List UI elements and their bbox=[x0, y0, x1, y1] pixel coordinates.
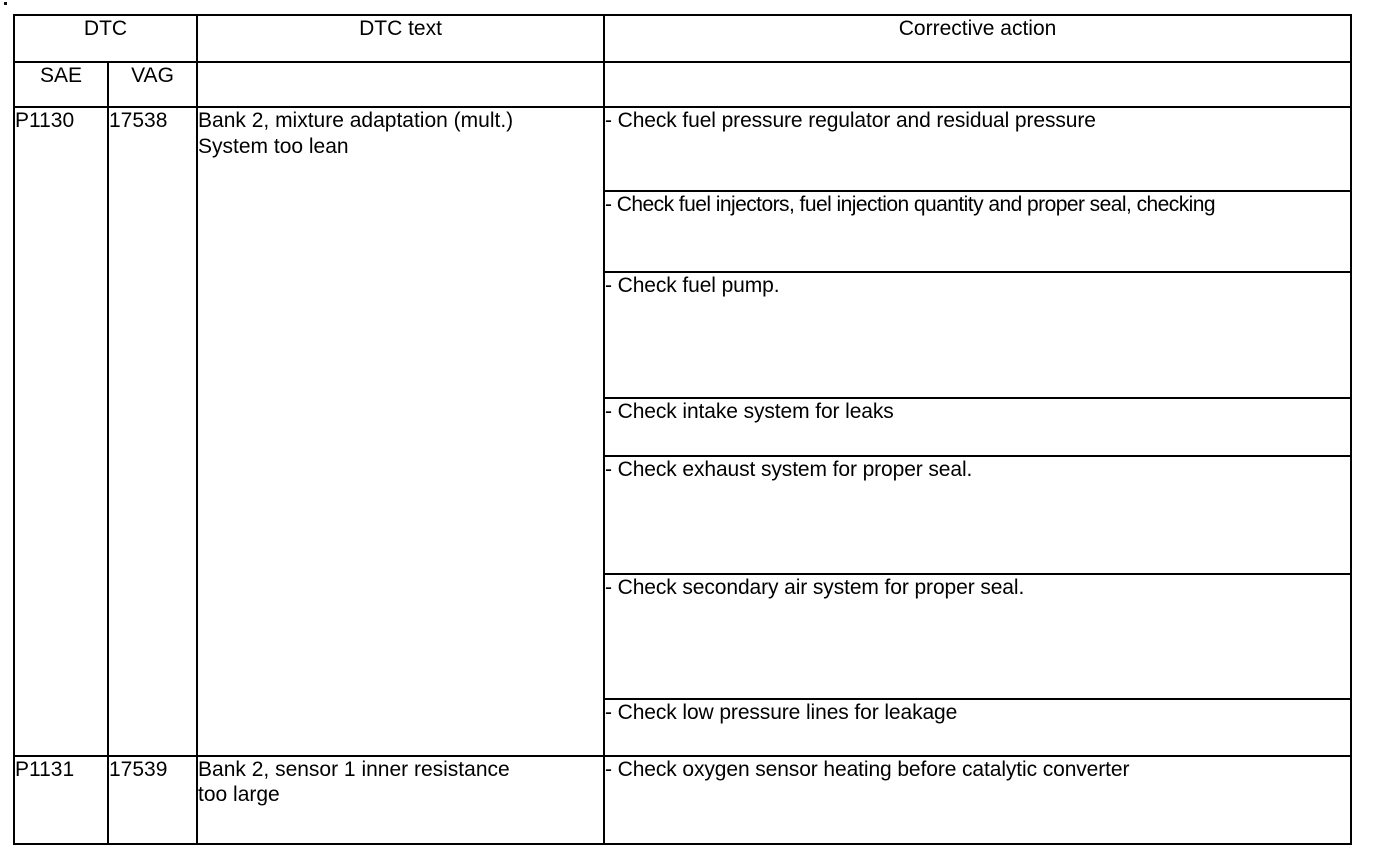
cell-corrective-action: - Check fuel pressure regulator and resi… bbox=[603, 106, 1353, 192]
header-sae: SAE bbox=[13, 60, 109, 109]
table-row: P1130 17538 Bank 2, mixture adaptation (… bbox=[13, 106, 1353, 757]
cell-corrective-action: - Check secondary air system for proper … bbox=[603, 572, 1353, 700]
table-row: - Check intake system for leaks bbox=[14, 396, 1353, 457]
corrective-action-item: - Check low pressure lines for leakage bbox=[605, 700, 958, 724]
header-dtc-text-sub-blank bbox=[196, 60, 606, 109]
table-row: - Check secondary air system for proper … bbox=[14, 572, 1353, 700]
dtc-text-line-2: too large bbox=[198, 783, 280, 807]
corrective-action-item: - Check fuel pump. bbox=[605, 273, 780, 297]
cell-corrective-action: - Check low pressure lines for leakage bbox=[603, 697, 1353, 757]
dtc-text-line-1: Bank 2, sensor 1 inner resistance bbox=[198, 757, 510, 781]
cell-corrective-action: - Check fuel injectors, fuel injection q… bbox=[603, 189, 1353, 273]
dtc-text-line-1: Bank 2, mixture adaptation (mult.) bbox=[198, 109, 514, 133]
header-dtc-text: DTC text bbox=[196, 14, 606, 63]
cell-corrective-action: - Check exhaust system for proper seal. bbox=[603, 454, 1353, 575]
header-dtc: DTC bbox=[12, 14, 199, 63]
corrective-action-item: - Check exhaust system for proper seal. bbox=[605, 457, 973, 481]
table-header-row-group: DTC DTC text Corrective action bbox=[12, 14, 1353, 63]
cell-dtc-text: Bank 2, mixture adaptation (mult.) Syste… bbox=[196, 106, 606, 757]
table-header-row-sub: SAE VAG bbox=[13, 60, 1353, 109]
dtc-fault-code-table: DTC DTC text Corrective action SAE VAG P… bbox=[12, 14, 1353, 846]
corrective-action-item: - Check secondary air system for proper … bbox=[605, 575, 1025, 599]
cell-sae-code: P1131 bbox=[13, 754, 109, 846]
header-corrective-action: Corrective action bbox=[603, 14, 1353, 63]
corrective-action-item: - Check intake system for leaks bbox=[605, 399, 894, 423]
cell-dtc-text: Bank 2, sensor 1 inner resistance too la… bbox=[196, 754, 606, 846]
header-corrective-action-sub-blank bbox=[603, 60, 1353, 109]
cell-corrective-action: - Check intake system for leaks bbox=[603, 396, 1353, 457]
header-vag: VAG bbox=[106, 60, 199, 109]
table-row: - Check exhaust system for proper seal. bbox=[14, 454, 1353, 575]
corrective-action-item: - Check fuel pressure regulator and resi… bbox=[605, 109, 1096, 133]
corrective-action-item: - Check oxygen sensor heating before cat… bbox=[605, 757, 1130, 781]
table-row: - Check fuel injectors, fuel injection q… bbox=[14, 189, 1353, 273]
cell-sae-code: P1130 bbox=[13, 106, 109, 757]
cell-vag-code: 17538 bbox=[106, 106, 199, 757]
dtc-text-line-2: System too lean bbox=[198, 135, 349, 159]
scan-artifact-speck bbox=[4, 2, 7, 5]
table-row: P1131 17539 Bank 2, sensor 1 inner resis… bbox=[13, 754, 1353, 846]
cell-corrective-action: - Check fuel pump. bbox=[603, 270, 1353, 399]
table-row: - Check low pressure lines for leakage bbox=[14, 697, 1353, 757]
cell-corrective-action: - Check oxygen sensor heating before cat… bbox=[603, 754, 1353, 846]
table-row: - Check fuel pump. bbox=[14, 270, 1353, 399]
corrective-action-item: - Check fuel injectors, fuel injection q… bbox=[605, 192, 1216, 216]
cell-vag-code: 17539 bbox=[106, 754, 199, 846]
